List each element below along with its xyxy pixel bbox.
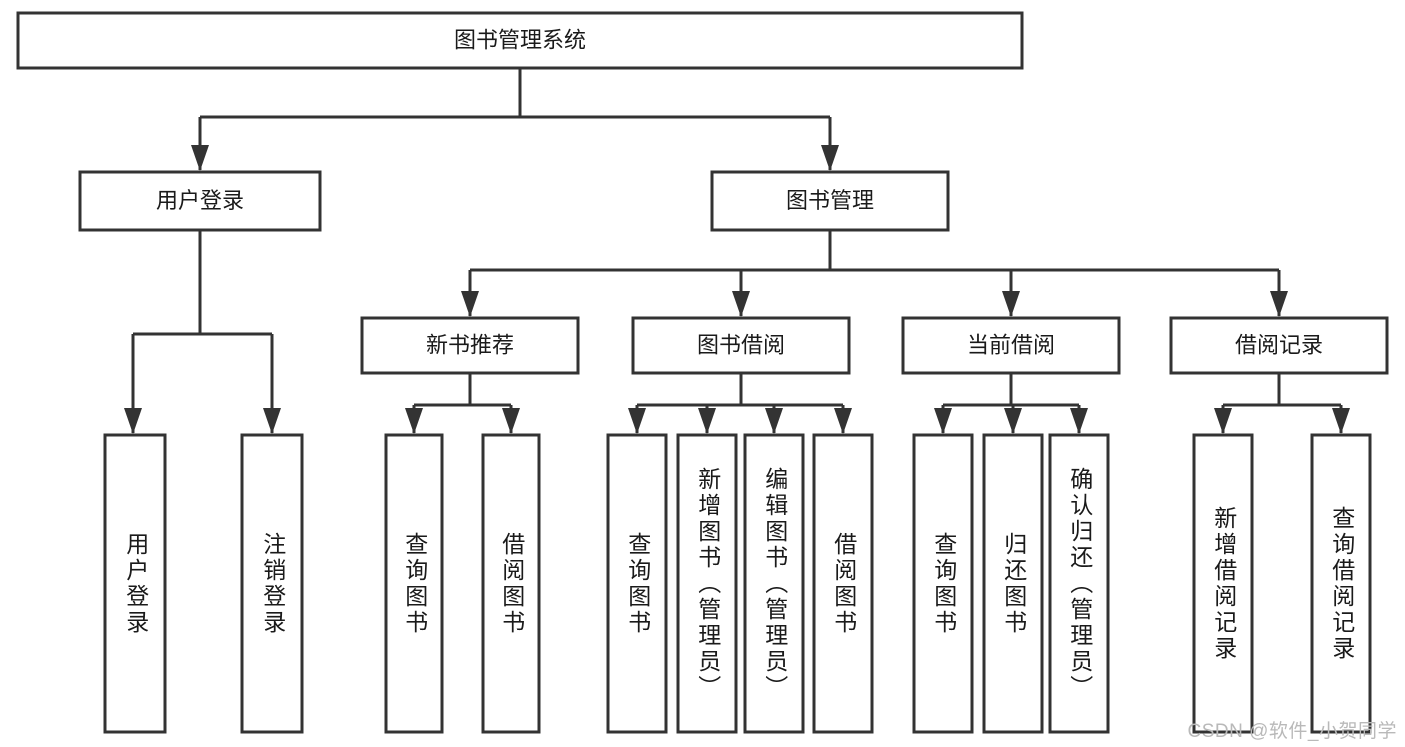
level3-label-2: 当前借阅 bbox=[967, 332, 1055, 357]
arrow-head-icon bbox=[834, 408, 852, 434]
root-label-0: 图书管理系统 bbox=[454, 27, 586, 52]
arrow-head-icon bbox=[191, 145, 209, 171]
leaf-box-10[interactable] bbox=[1048, 433, 1110, 734]
leaf-box-11[interactable] bbox=[1192, 433, 1254, 734]
leaf-box-2[interactable] bbox=[384, 433, 444, 734]
level2-box-0[interactable] bbox=[78, 170, 322, 232]
level3-label-0: 新书推荐 bbox=[426, 332, 514, 357]
leaf-box-7[interactable] bbox=[812, 433, 874, 734]
leaf-box-0[interactable] bbox=[103, 433, 167, 734]
arrow-head-icon bbox=[124, 408, 142, 434]
root-box-0[interactable] bbox=[16, 11, 1024, 70]
arrow-head-icon bbox=[732, 291, 750, 317]
arrow-head-icon bbox=[698, 408, 716, 434]
level2-label-1: 图书管理 bbox=[786, 188, 874, 213]
arrow-head-icon bbox=[821, 145, 839, 171]
arrow-head-icon bbox=[502, 408, 520, 434]
level2-label-0: 用户登录 bbox=[156, 188, 244, 213]
level3-box-2[interactable] bbox=[901, 316, 1121, 375]
arrow-head-icon bbox=[405, 408, 423, 434]
leaf-box-12[interactable] bbox=[1310, 433, 1372, 734]
leaf-box-4[interactable] bbox=[606, 433, 668, 734]
arrow-head-icon bbox=[461, 291, 479, 317]
level3-box-0[interactable] bbox=[360, 316, 580, 375]
leaf-box-1[interactable] bbox=[240, 433, 304, 734]
arrow-head-icon bbox=[1214, 408, 1232, 434]
arrow-head-icon bbox=[934, 408, 952, 434]
node-boxes-layer bbox=[16, 11, 1389, 734]
level3-box-3[interactable] bbox=[1169, 316, 1389, 375]
leaf-box-9[interactable] bbox=[982, 433, 1044, 734]
arrow-head-icon bbox=[1070, 408, 1088, 434]
arrow-head-icon bbox=[1004, 408, 1022, 434]
leaf-box-8[interactable] bbox=[912, 433, 974, 734]
level3-label-3: 借阅记录 bbox=[1235, 332, 1323, 357]
leaf-box-5[interactable] bbox=[676, 433, 738, 734]
arrow-head-icon bbox=[765, 408, 783, 434]
leaf-box-6[interactable] bbox=[743, 433, 805, 734]
leaf-box-3[interactable] bbox=[481, 433, 541, 734]
arrow-head-icon bbox=[1332, 408, 1350, 434]
arrow-head-icon bbox=[1270, 291, 1288, 317]
connectors-layer bbox=[124, 68, 1350, 434]
arrow-head-icon bbox=[628, 408, 646, 434]
level2-box-1[interactable] bbox=[710, 170, 950, 232]
arrow-head-icon bbox=[263, 408, 281, 434]
level3-box-1[interactable] bbox=[631, 316, 851, 375]
arrow-head-icon bbox=[1002, 291, 1020, 317]
level3-label-1: 图书借阅 bbox=[697, 332, 785, 357]
watermark-text: CSDN @软件_小贺同学 bbox=[1187, 721, 1397, 742]
